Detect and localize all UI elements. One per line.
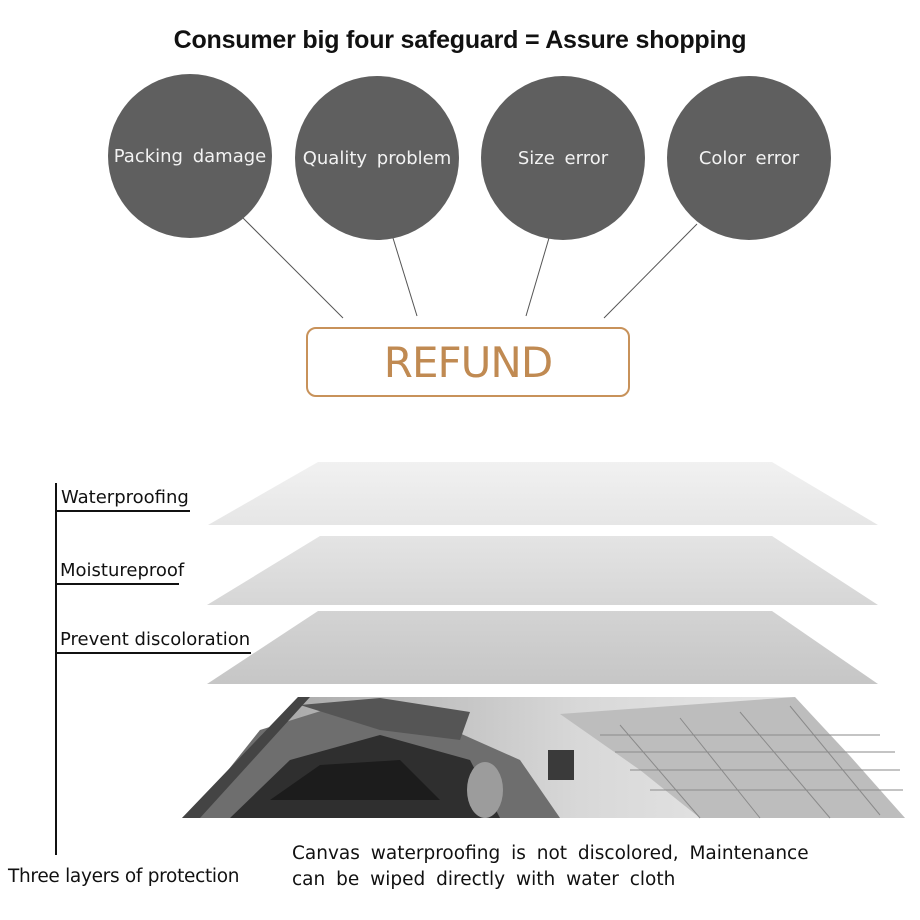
bracket-line <box>55 483 57 855</box>
connector-line <box>603 223 698 319</box>
connector-line <box>392 237 418 317</box>
refund-label: REFUND <box>383 337 553 387</box>
guarantee-label: Quality problem <box>302 147 452 169</box>
guarantee-label: Color error <box>698 147 800 169</box>
caption-line-1: Canvas waterproofing is not discolored, … <box>292 843 809 864</box>
guarantee-circle-packing-damage: Packing damage <box>108 74 272 238</box>
guarantee-label: Packing damage <box>113 145 267 167</box>
guarantee-circle-size-error: Size error <box>481 76 645 240</box>
three-layers-label: Three layers of protection <box>8 866 240 887</box>
guarantee-circle-quality-problem: Quality problem <box>295 76 459 240</box>
layer-waterproofing <box>208 462 878 525</box>
caption-line-2: can be wiped directly with water cloth <box>292 869 676 890</box>
guarantee-label: Size error <box>517 147 609 169</box>
layer-label-moistureproof: Moistureproof <box>60 560 185 581</box>
canvas-caption: Canvas waterproofing is not discolored, … <box>292 841 809 893</box>
connector-line <box>525 237 550 317</box>
layer-label-underline <box>55 583 179 585</box>
layer-label-waterproofing: Waterproofing <box>61 487 189 508</box>
layer-prevent-discoloration <box>207 611 878 684</box>
refund-box: REFUND <box>306 327 630 397</box>
layer-moistureproof <box>207 536 878 605</box>
layer-label-prevent-discoloration: Prevent discoloration <box>60 629 251 650</box>
page-title: Consumer big four safeguard = Assure sho… <box>173 26 747 54</box>
connector-line <box>242 217 344 319</box>
canvas-photo <box>182 697 905 819</box>
guarantee-circle-color-error: Color error <box>667 76 831 240</box>
layer-label-underline <box>55 510 190 512</box>
layer-label-underline <box>55 652 251 654</box>
